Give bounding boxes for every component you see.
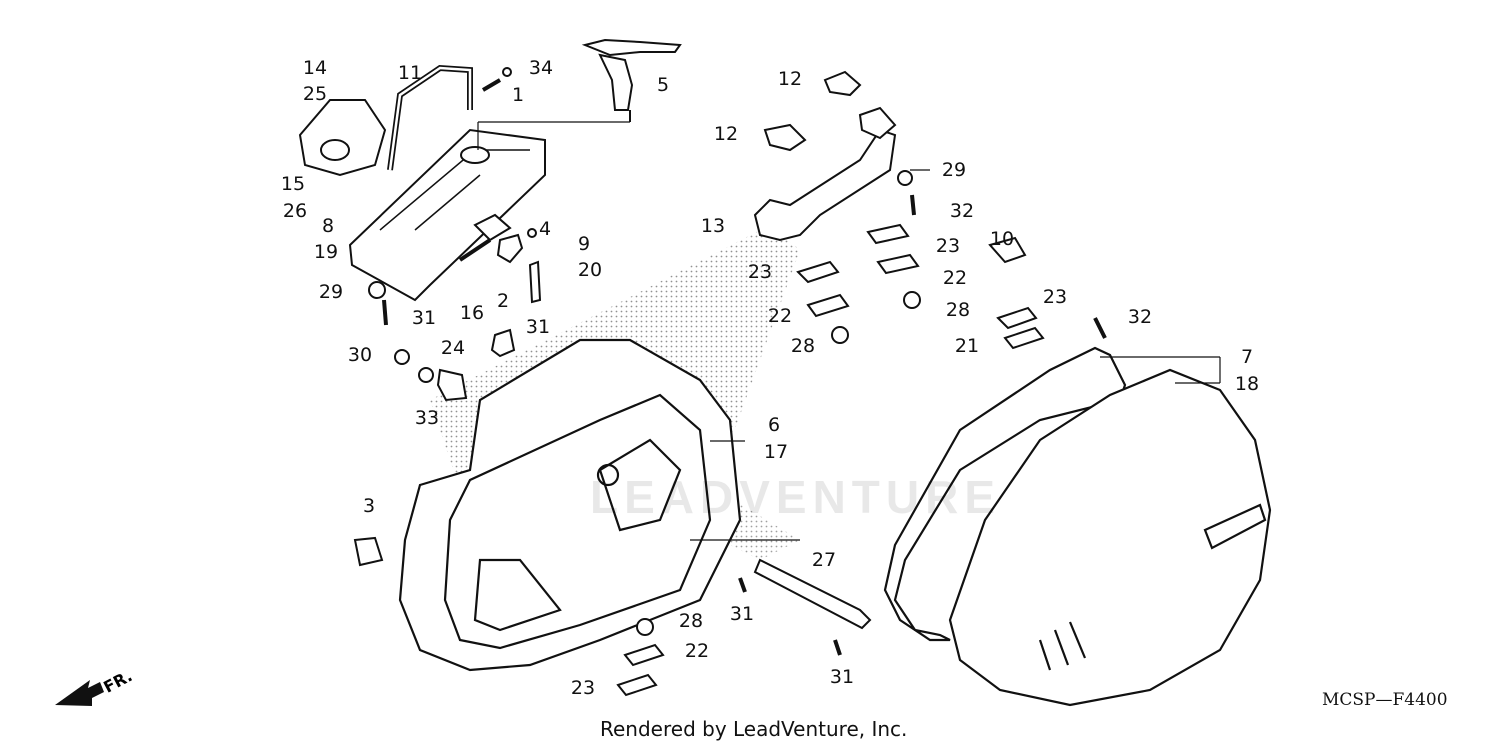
callout-label: 12 (777, 68, 803, 90)
callout-label: 34 (528, 57, 554, 79)
callout-label: 29 (941, 159, 967, 181)
callout-label: 2 (496, 290, 510, 312)
callout-label: 8 (321, 215, 335, 237)
callout-label: 11 (397, 62, 423, 84)
key-lock (477, 38, 682, 150)
callout-label: 26 (282, 200, 308, 222)
callout-label: 19 (313, 241, 339, 263)
callout-label: 24 (440, 337, 466, 359)
callout-label: 31 (525, 316, 551, 338)
callout-label: 17 (763, 441, 789, 463)
callout-label: 12 (713, 123, 739, 145)
callout-label: 18 (1234, 373, 1260, 395)
callout-label: 28 (678, 610, 704, 632)
callout-label: 23 (935, 235, 961, 257)
callout-label: 20 (577, 259, 603, 281)
callout-label: 31 (411, 307, 437, 329)
callout-label: 28 (945, 299, 971, 321)
callout-label: 3 (362, 495, 376, 517)
callout-label: 22 (942, 267, 968, 289)
callout-label: 33 (414, 407, 440, 429)
fr-arrow-icon (55, 680, 104, 706)
leader-lines (690, 169, 1221, 541)
callout-label: 25 (302, 83, 328, 105)
callout-label: 22 (684, 640, 710, 662)
callout-label: 23 (570, 677, 596, 699)
callout-label: 5 (656, 74, 670, 96)
callout-label: 29 (318, 281, 344, 303)
callout-label: 6 (767, 414, 781, 436)
callout-label: 14 (302, 57, 328, 79)
callout-label: 22 (767, 305, 793, 327)
callout-label: 30 (347, 344, 373, 366)
callout-label: 4 (538, 218, 552, 240)
left-case (398, 338, 742, 672)
callout-label: 32 (949, 200, 975, 222)
callout-label: 15 (280, 173, 306, 195)
callout-label: 31 (829, 666, 855, 688)
watermark: LEADVENTURE (590, 471, 1002, 523)
callout-label: 16 (459, 302, 485, 324)
callout-label: 10 (989, 228, 1015, 250)
callout-label: 21 (954, 335, 980, 357)
credit-text: Rendered by LeadVenture, Inc. (600, 717, 908, 741)
callout-label: 1 (511, 84, 525, 106)
callout-label: 13 (700, 215, 726, 237)
handle-assembly (298, 64, 546, 302)
callout-label: 9 (577, 233, 591, 255)
callout-label: 23 (1042, 286, 1068, 308)
small-parts (353, 67, 542, 567)
right-lid (883, 346, 1272, 707)
diagram-code: MCSP—F4400 (1322, 690, 1448, 710)
callout-label: 23 (747, 261, 773, 283)
callout-label: 32 (1127, 306, 1153, 328)
callout-label: 27 (811, 549, 837, 571)
mount-bracket (753, 70, 897, 242)
callout-label: 7 (1240, 346, 1254, 368)
callout-label: 28 (790, 335, 816, 357)
callout-label: 31 (729, 603, 755, 625)
spacer-plates (616, 170, 1107, 697)
